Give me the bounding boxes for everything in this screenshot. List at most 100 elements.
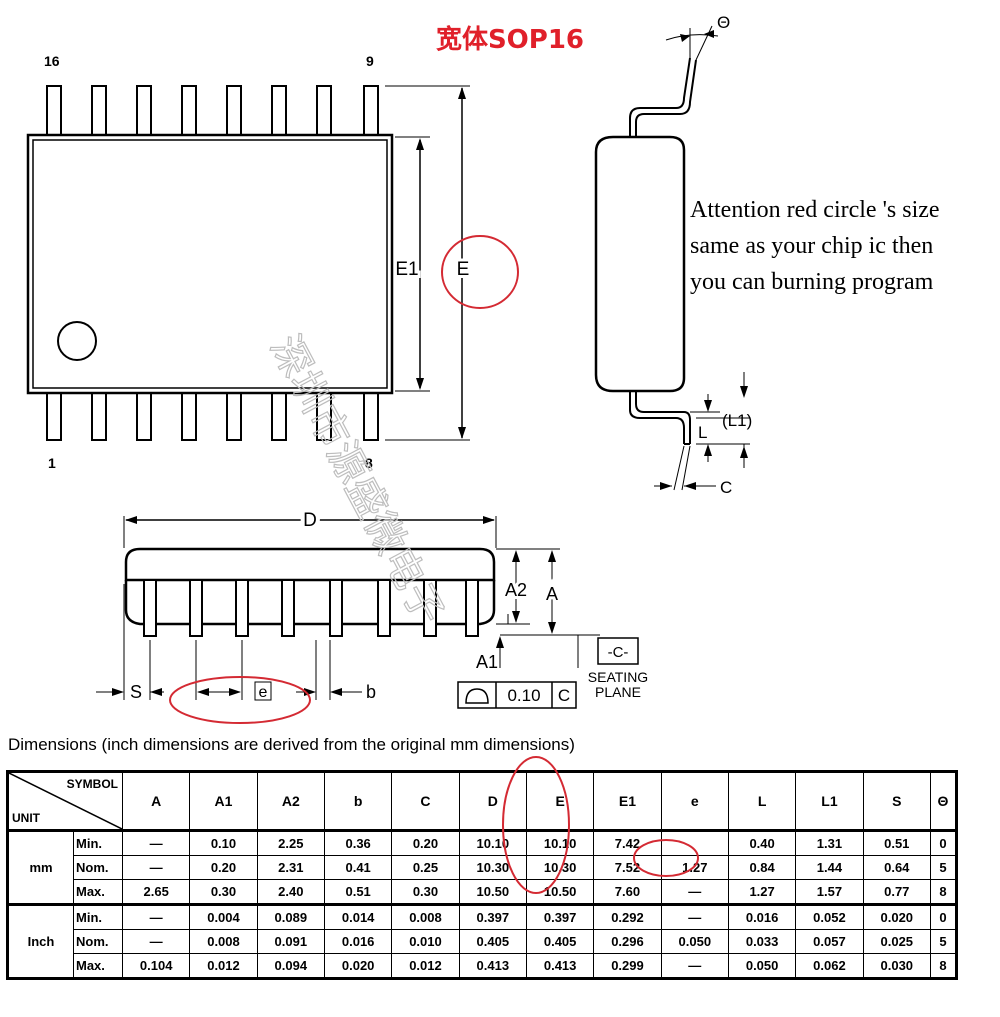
seating-label-1: SEATING: [588, 669, 648, 685]
table-cell: 0.20: [391, 829, 460, 856]
table-cell: 10.50: [458, 879, 527, 905]
e-highlight-circle: [441, 235, 519, 309]
table-cell: 0.51: [862, 829, 931, 856]
table-cell: 0.30: [391, 879, 460, 905]
table-cell: 0.025: [862, 929, 931, 954]
front-lead: [235, 579, 249, 637]
e-basic-box: [254, 681, 272, 701]
front-lead: [329, 579, 343, 637]
front-lead: [189, 579, 203, 637]
table-cell: 0.012: [391, 953, 460, 979]
seating-label-2: PLANE: [595, 684, 641, 700]
table-cell: 2.25: [256, 829, 325, 856]
front-lead: [377, 579, 391, 637]
table-cell: —: [660, 953, 729, 979]
symbol-unit-header: SYMBOL UNIT: [7, 771, 123, 831]
dimensions-title: Dimensions (inch dimensions are derived …: [8, 735, 575, 754]
table-cell: 0.413: [525, 953, 595, 979]
table-cell: 0.091: [256, 929, 325, 954]
unit-header: UNIT: [12, 811, 40, 825]
table-cell: 0.008: [391, 903, 460, 930]
table-cell: 10.10: [525, 829, 595, 856]
pin-9-label: 9: [366, 53, 374, 69]
front-lead: [423, 579, 437, 637]
d-label: D: [303, 510, 317, 531]
e-column-highlight: [502, 756, 570, 894]
table-cell: —: [660, 879, 729, 905]
column-header: Θ: [929, 771, 958, 831]
a2-label: A2: [505, 580, 527, 600]
front-lead: [465, 579, 479, 637]
pin-16-label: 16: [44, 53, 60, 69]
table-cell: 0.052: [795, 903, 864, 930]
row-label: Max.: [73, 953, 123, 979]
table-cell: 10.10: [458, 829, 527, 856]
a1-label: A1: [476, 652, 498, 672]
table-cell: 0.016: [727, 903, 797, 930]
e1-label: E1: [395, 259, 418, 280]
column-header: A2: [256, 771, 325, 831]
table-cell: 0.413: [458, 953, 527, 979]
table-cell: 0.014: [323, 903, 393, 930]
table-cell: 0.008: [189, 929, 258, 954]
table-cell: 0.20: [189, 855, 258, 880]
table-cell: —: [121, 829, 191, 856]
pin-8-label: 8: [365, 455, 373, 471]
table-cell: 1.44: [795, 855, 864, 880]
note-line-3: you can burning program: [690, 269, 934, 295]
table-cell: 10.30: [458, 855, 527, 880]
table-cell: 0.296: [593, 929, 662, 954]
front-lead: [281, 579, 295, 637]
s-label: S: [130, 682, 142, 702]
table-cell: 0.104: [121, 953, 191, 979]
pitch-highlight-circle: [169, 676, 311, 724]
table-cell: 0.25: [391, 855, 460, 880]
unit-cell: Inch: [7, 903, 74, 979]
package-body-outline: [26, 133, 394, 395]
c-label: C: [720, 478, 732, 497]
table-cell: 0.062: [795, 953, 864, 979]
table-cell: 0.050: [660, 929, 729, 954]
column-header: S: [862, 771, 931, 831]
package-title: 宽体SOP16: [436, 24, 584, 55]
table-cell: 0.020: [862, 903, 931, 930]
l1-label: (L1): [722, 411, 752, 430]
symbol-header: SYMBOL: [66, 777, 118, 791]
b-label: b: [366, 682, 376, 702]
table-cell: 0: [929, 903, 958, 930]
table-cell: 0.094: [256, 953, 325, 979]
column-header: E: [525, 771, 595, 831]
pitch-value-highlight: [633, 839, 699, 877]
column-header: L1: [795, 771, 864, 831]
table-cell: 0.30: [189, 879, 258, 905]
front-lead: [143, 579, 157, 637]
column-header: A: [121, 771, 191, 831]
theta-label: Θ: [717, 13, 730, 32]
table-cell: 0.41: [323, 855, 393, 880]
e-label: E: [457, 259, 470, 280]
table-cell: —: [660, 903, 729, 930]
column-header: A1: [189, 771, 258, 831]
tolerance-value: 0.10: [507, 686, 540, 705]
pin-1-label: 1: [48, 455, 56, 471]
table-cell: 1.57: [795, 879, 864, 905]
note-line-1: Attention red circle 's size: [690, 197, 940, 223]
table-cell: 0.299: [593, 953, 662, 979]
a-label: A: [546, 584, 558, 604]
tolerance-datum: C: [558, 686, 570, 705]
front-view: [96, 516, 639, 709]
table-cell: 0.012: [189, 953, 258, 979]
table-cell: 8: [929, 953, 958, 979]
table-cell: 0.397: [525, 903, 595, 930]
datum-c-label: -C-: [608, 644, 629, 661]
table-cell: 1.27: [727, 879, 797, 905]
column-header: D: [458, 771, 527, 831]
note-line-2: same as your chip ic then: [690, 233, 933, 259]
